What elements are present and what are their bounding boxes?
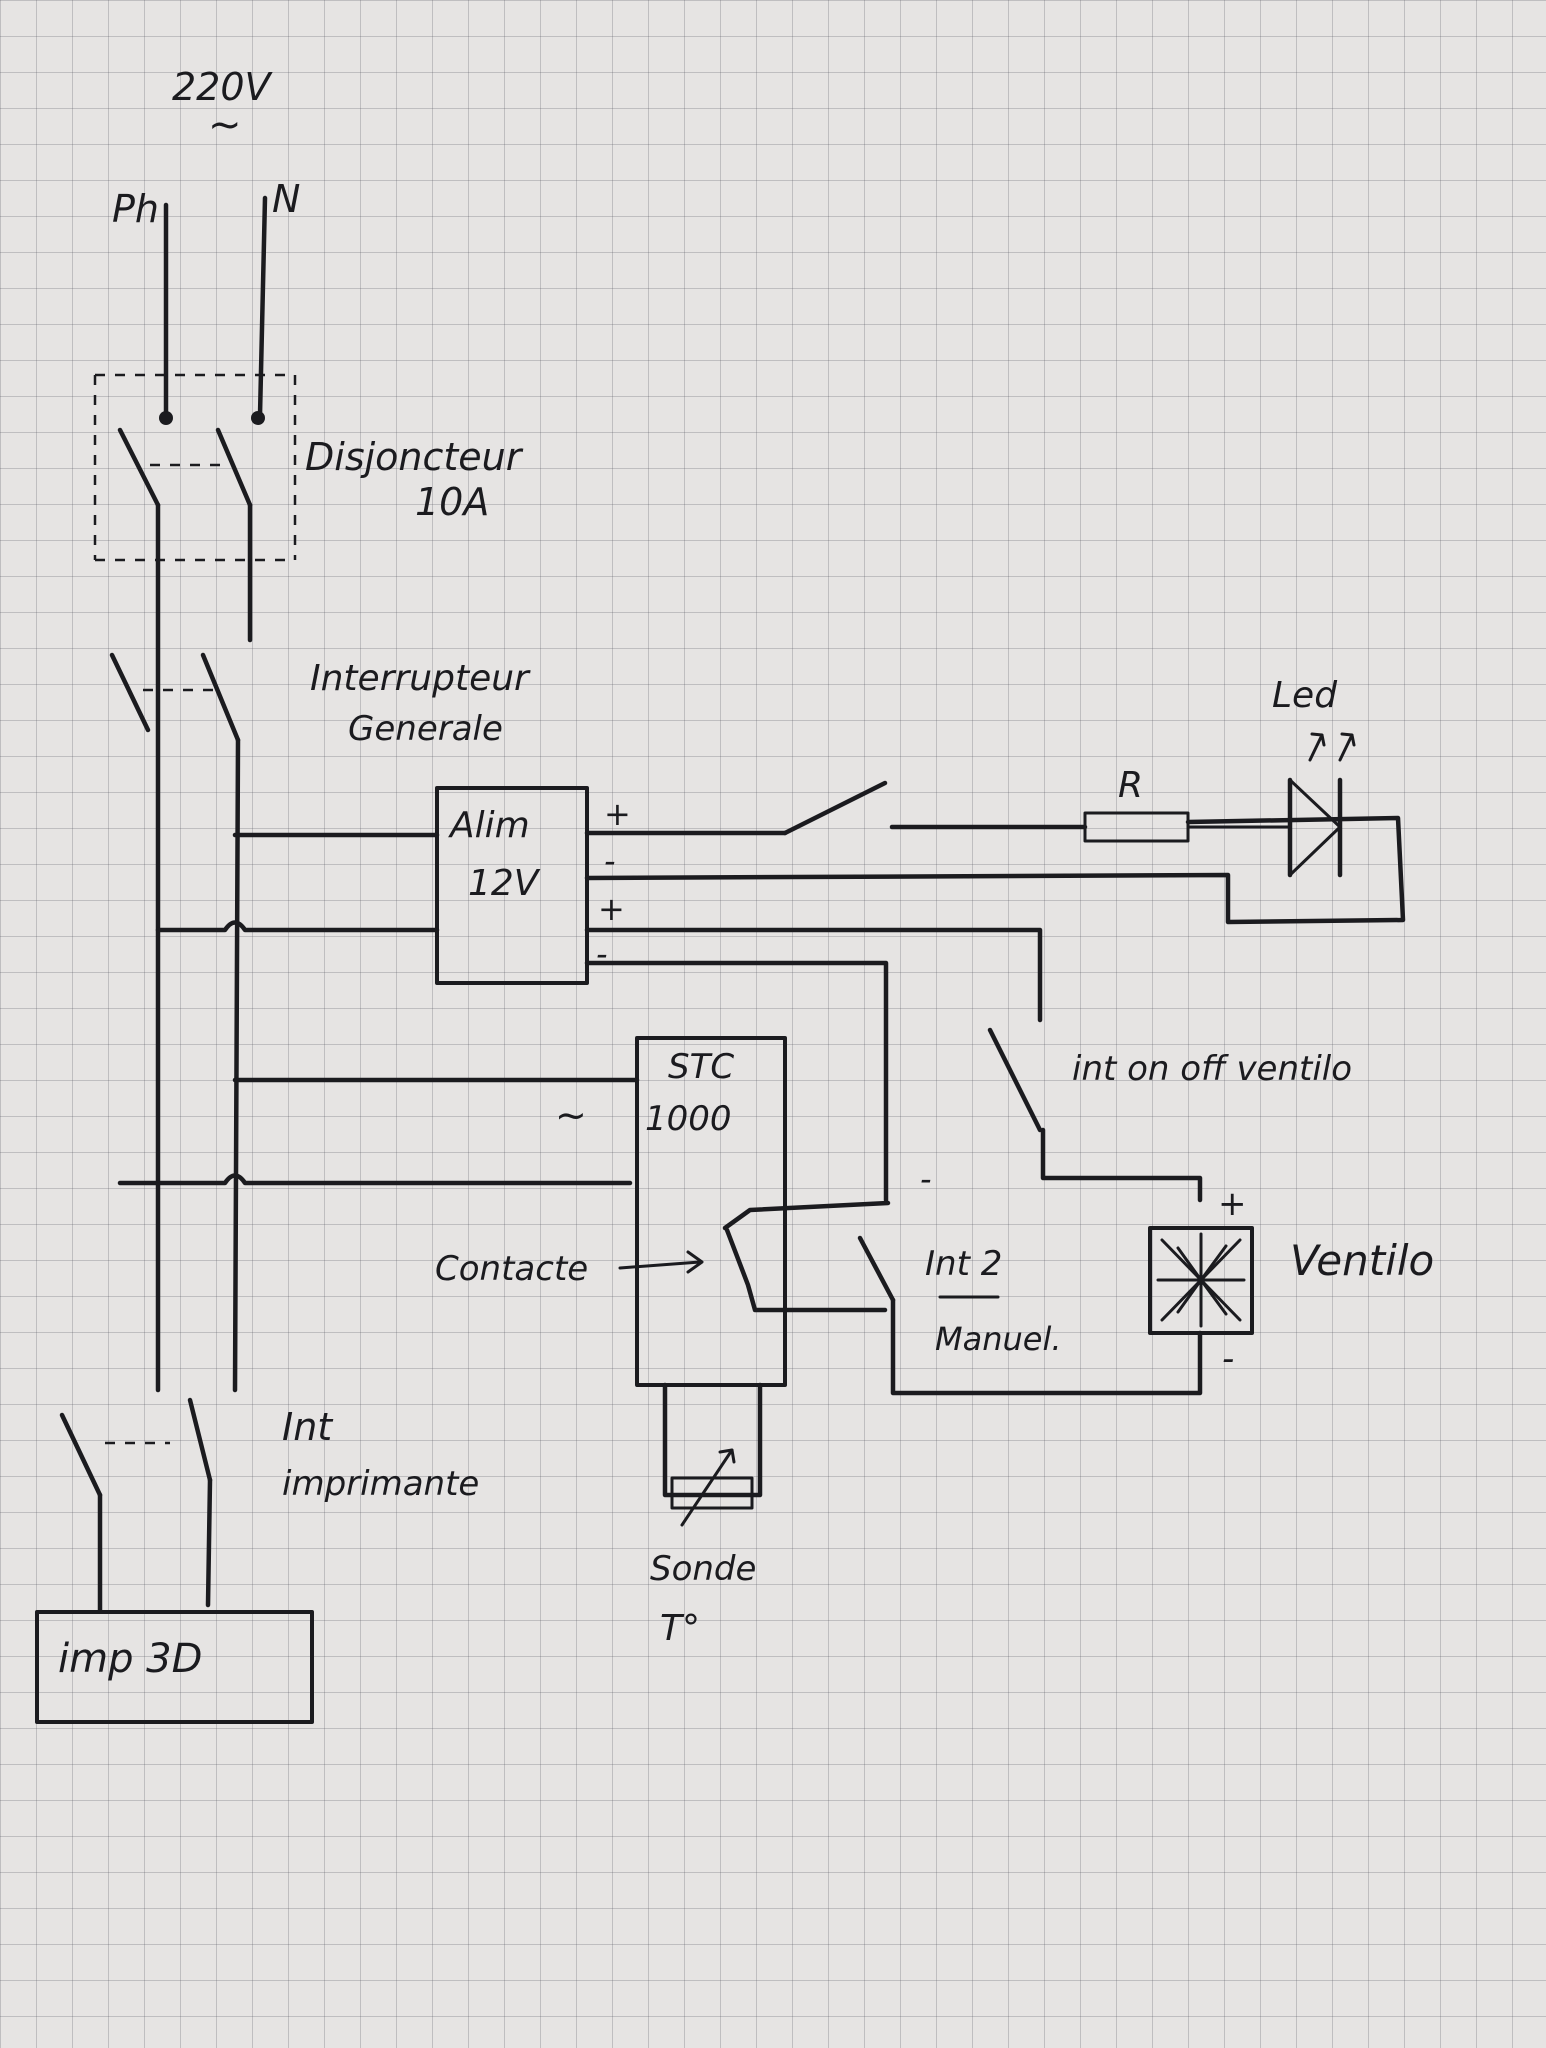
phase-input-wire <box>159 202 173 425</box>
fan-plus-label: + <box>1218 1184 1247 1224</box>
main-switch-line1: Interrupteur <box>310 658 531 699</box>
neutral-input-wire <box>251 195 268 425</box>
psu-pol-plus-1: + <box>604 795 631 833</box>
contact-arrow <box>618 1250 704 1274</box>
probe-line1: Sonde <box>650 1549 756 1589</box>
breaker-name-label: Disjoncteur <box>305 435 524 479</box>
main-switch-line2: Generale <box>348 709 503 749</box>
thermostat-neg-mark: - <box>920 1160 932 1198</box>
thermostat-ac-symbol: ~ <box>555 1093 587 1137</box>
fan-minus-label: - <box>1222 1339 1234 1379</box>
neutral-label: N <box>272 177 300 221</box>
fan-label: Ventilo <box>1290 1236 1434 1285</box>
thermostat-box <box>635 1036 787 1387</box>
psu-box <box>435 786 589 985</box>
resistor-label: R <box>1118 765 1143 806</box>
supply-voltage-label: 220V <box>172 65 274 109</box>
led-symbol <box>1186 732 1356 878</box>
breaker-rating-label: 10A <box>415 480 489 524</box>
probe-line2: T° <box>660 1608 700 1649</box>
breaker-symbol <box>93 373 297 1393</box>
thermostat-contact-symbol <box>722 1200 891 1313</box>
psu-ac-in-neutral-wire <box>155 920 440 933</box>
printer-switch-line2: imprimante <box>282 1464 479 1504</box>
psu-pol-minus-1: - <box>604 842 616 880</box>
printer-label: imp 3D <box>58 1636 202 1682</box>
thermostat-line1: STC <box>668 1047 734 1087</box>
printer-switch-symbol <box>59 1397 213 1613</box>
psu-line2: 12V <box>468 863 541 904</box>
psu-line1: Alim <box>448 805 530 846</box>
manual-switch-line2: Manuel. <box>935 1320 1062 1358</box>
resistor-symbol <box>1083 811 1190 843</box>
led-branch-wires <box>584 780 1406 925</box>
fan-switch-symbol <box>987 1027 1203 1203</box>
thermostat-ac-in-neutral-wire <box>117 1173 633 1186</box>
led-label: Led <box>1272 675 1338 716</box>
psu-pol-plus-2: + <box>598 890 625 928</box>
manual-switch-line1: Int 2 <box>925 1244 1002 1284</box>
main-switch-symbol <box>109 652 241 1393</box>
fan-negative-wire <box>890 1297 1203 1396</box>
thermostat-line2: 1000 <box>645 1099 732 1139</box>
psu-pol-minus-2: - <box>596 935 608 973</box>
fan-switch-label: int on off ventilo <box>1072 1049 1352 1089</box>
thermostat-contact-label: Contacte <box>435 1249 588 1289</box>
manual-switch-symbol <box>857 1235 896 1303</box>
fan-supply-wires <box>584 927 1043 1203</box>
printer-box <box>35 1610 314 1724</box>
printer-switch-line1: Int <box>282 1405 334 1449</box>
probe-symbol <box>662 1382 763 1527</box>
phase-label: Ph <box>112 187 159 231</box>
fan-icon <box>1156 1232 1246 1328</box>
supply-ac-symbol: ~ <box>208 102 242 148</box>
